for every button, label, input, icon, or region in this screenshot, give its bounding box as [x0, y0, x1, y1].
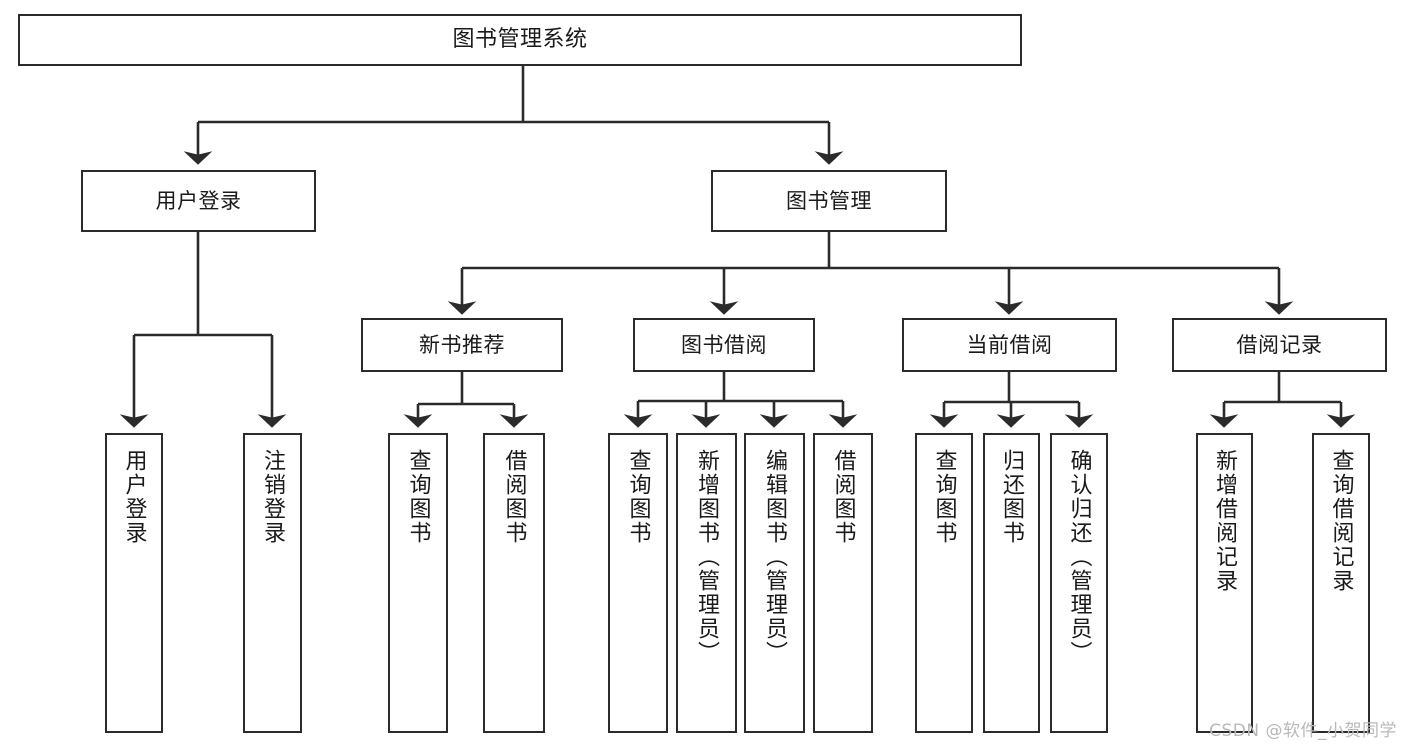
node-label: 确认归还（管理员） — [1066, 449, 1092, 665]
node-user-login[interactable]: 用户登录 — [81, 170, 316, 232]
node-label: 图书借阅 — [681, 332, 767, 357]
node-book-management[interactable]: 图书管理 — [711, 170, 947, 232]
node-leaf-query-book-current[interactable]: 查询图书 — [915, 433, 973, 733]
node-label: 归还图书 — [999, 449, 1025, 545]
node-new-book-recommend[interactable]: 新书推荐 — [361, 318, 563, 372]
node-label: 查询图书 — [931, 449, 957, 545]
node-leaf-query-book-borrow[interactable]: 查询图书 — [608, 433, 668, 733]
node-leaf-edit-book-admin[interactable]: 编辑图书（管理员） — [744, 433, 805, 733]
csdn-watermark: CSDN @软件_小贺同学 — [1209, 721, 1397, 741]
node-leaf-logout-login[interactable]: 注销登录 — [243, 433, 302, 733]
node-label: 借阅图书 — [830, 449, 856, 545]
node-label: 新增图书（管理员） — [694, 449, 720, 665]
node-book-borrow[interactable]: 图书借阅 — [633, 318, 815, 372]
node-leaf-add-borrow-record[interactable]: 新增借阅记录 — [1196, 433, 1253, 733]
node-label: 当前借阅 — [966, 332, 1053, 357]
node-label: 注销登录 — [260, 449, 286, 545]
node-leaf-query-book-recommend[interactable]: 查询图书 — [388, 433, 448, 733]
node-label: 图书管理 — [786, 188, 872, 213]
node-root-system[interactable]: 图书管理系统 — [18, 14, 1022, 66]
node-label: 借阅图书 — [501, 449, 527, 545]
node-label: 查询图书 — [405, 449, 431, 545]
node-label: 查询图书 — [625, 449, 651, 545]
node-leaf-borrow-book-borrow[interactable]: 借阅图书 — [813, 433, 873, 733]
node-label: 新书推荐 — [419, 332, 505, 357]
node-label: 编辑图书（管理员） — [762, 449, 788, 665]
node-leaf-borrow-book-recommend[interactable]: 借阅图书 — [483, 433, 545, 733]
node-borrow-record[interactable]: 借阅记录 — [1172, 318, 1387, 372]
node-leaf-add-book-admin[interactable]: 新增图书（管理员） — [676, 433, 737, 733]
node-label: 借阅记录 — [1236, 332, 1323, 357]
node-leaf-user-login[interactable]: 用户登录 — [105, 433, 163, 733]
node-leaf-return-book[interactable]: 归还图书 — [983, 433, 1040, 733]
node-current-borrow[interactable]: 当前借阅 — [902, 318, 1117, 372]
node-label: 用户登录 — [155, 188, 242, 213]
node-label: 图书管理系统 — [452, 27, 588, 53]
node-leaf-confirm-return-admin[interactable]: 确认归还（管理员） — [1050, 433, 1108, 733]
node-leaf-query-borrow-record[interactable]: 查询借阅记录 — [1312, 433, 1370, 733]
node-label: 用户登录 — [121, 449, 147, 545]
node-label: 新增借阅记录 — [1212, 449, 1238, 593]
node-label: 查询借阅记录 — [1328, 449, 1354, 593]
